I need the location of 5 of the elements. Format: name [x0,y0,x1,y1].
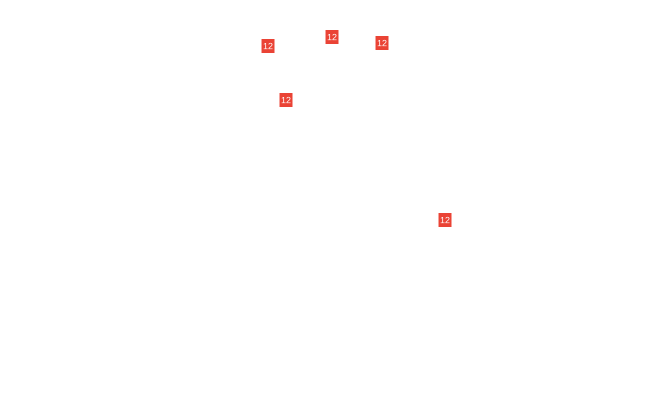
callout-number: 12 [326,30,338,44]
callout-number: 12 [438,213,452,227]
callout-number: 12 [280,93,292,107]
callout-number: 12 [262,39,274,53]
callout-number: 12 [376,36,388,50]
